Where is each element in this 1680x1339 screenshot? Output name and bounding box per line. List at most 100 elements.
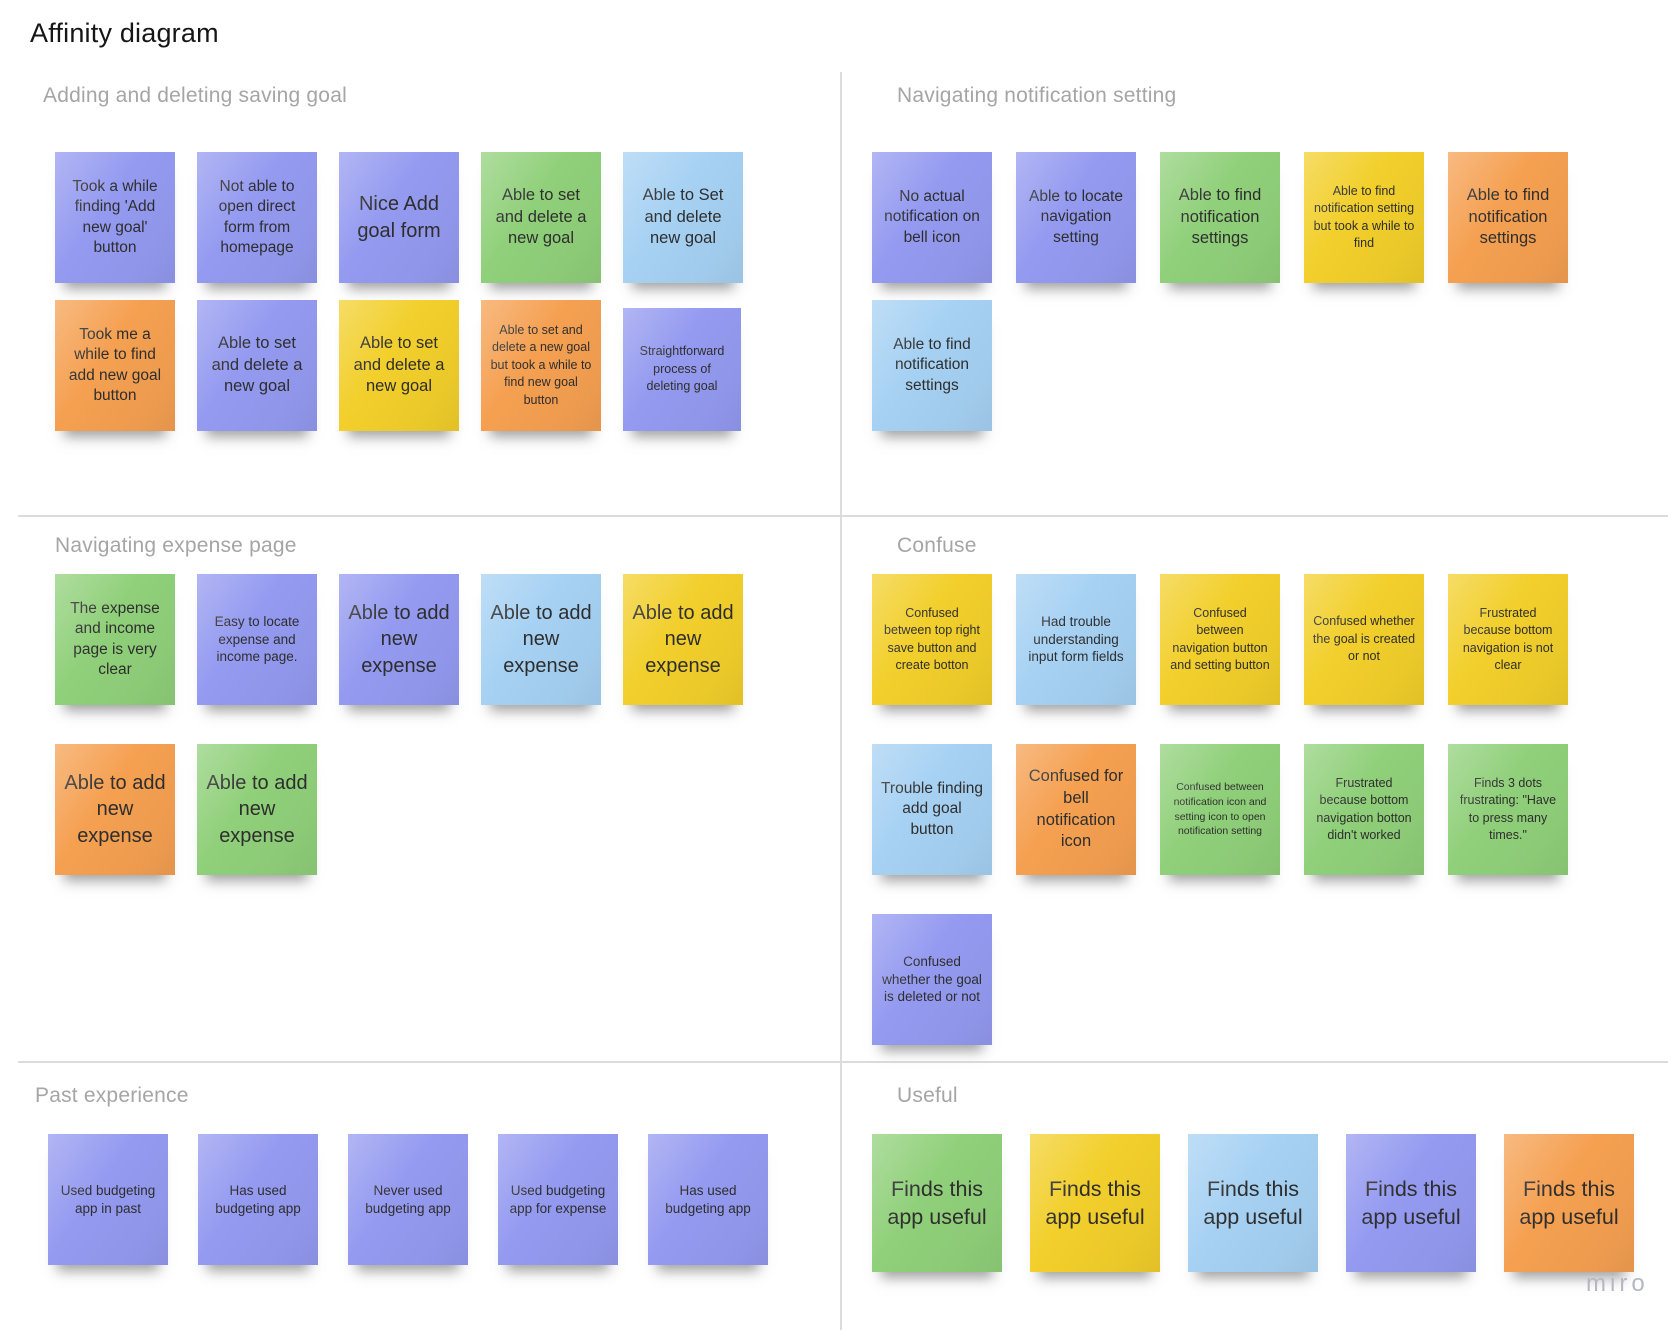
section-heading: Navigating expense page (55, 534, 297, 557)
section-heading: Confuse (897, 534, 977, 557)
section-past-experience: Past experience Used budgeting app in pa… (35, 1082, 768, 1282)
sticky-note[interactable]: The expense and income page is very clea… (55, 574, 175, 705)
sticky-note-text: Had trouble understanding input form fie… (1028, 613, 1124, 665)
sticky-note[interactable]: Confused between navigation button and s… (1160, 574, 1280, 705)
sticky-note[interactable]: Able to find notification setting but to… (1304, 152, 1424, 283)
sticky-note[interactable]: Able to add new expense (623, 574, 743, 705)
sticky-note-text: Able to set and delete a new goal (211, 333, 303, 396)
sticky-note-text: Frustrated because bottom navigation bot… (1316, 775, 1412, 843)
sticky-note-text: Trouble finding add goal button (881, 779, 983, 838)
sticky-note-text: No actual notification on bell icon (884, 187, 980, 246)
sticky-note[interactable]: Confused between top right save button a… (872, 574, 992, 705)
sticky-note-text: Finds 3 dots frustrating: "Have to press… (1459, 775, 1557, 843)
sticky-note[interactable]: Able to set and delete a new goal (197, 300, 317, 431)
sticky-note-text: Confused whether the goal is created or … (1312, 614, 1416, 664)
sticky-note-text: Used budgeting app in past (60, 1182, 156, 1216)
sticky-note-text: Finds this app useful (1519, 1176, 1619, 1229)
sticky-note-text: Has used budgeting app (665, 1182, 751, 1216)
sticky-note[interactable]: Able to add new expense (339, 574, 459, 705)
note-row: Used budgeting app in past Has used budge… (48, 1134, 768, 1265)
sticky-note[interactable]: Able to find notification settings (872, 300, 992, 431)
sticky-note[interactable]: Never used budgeting app (348, 1134, 468, 1265)
sticky-note-text: Able to add new expense (632, 601, 734, 677)
sticky-note[interactable]: Confused between notification icon and s… (1160, 744, 1280, 875)
section-navigating-notification-setting: Navigating notification setting No actua… (872, 82, 1568, 448)
section-notes: The expense and income page is very clea… (55, 574, 743, 875)
section-notes: Took a while finding 'Add new goal' butt… (55, 152, 743, 431)
sticky-note-text: Took me a while to find add new goal but… (68, 325, 162, 404)
note-row: Able to add new expense Able to add new e… (55, 744, 743, 875)
note-row: Took a while finding 'Add new goal' butt… (55, 152, 743, 283)
section-heading: Navigating notification setting (897, 84, 1177, 107)
section-notes: Used budgeting app in past Has used budge… (35, 1134, 768, 1265)
sticky-note[interactable]: Confused for bell notification icon (1016, 744, 1136, 875)
note-row: Confused between top right save button a… (872, 574, 1568, 705)
sticky-note[interactable]: Has used budgeting app (648, 1134, 768, 1265)
sticky-note[interactable]: Frustrated because bottom navigation is … (1448, 574, 1568, 705)
sticky-note[interactable]: Trouble finding add goal button (872, 744, 992, 875)
sticky-note[interactable]: Able to locate navigation setting (1016, 152, 1136, 283)
sticky-note[interactable]: Finds this app useful (1188, 1134, 1318, 1272)
sticky-note[interactable]: Finds 3 dots frustrating: "Have to press… (1448, 744, 1568, 875)
sticky-note-text: Not able to open direct form from homepa… (218, 177, 296, 256)
sticky-note[interactable]: Able to add new expense (197, 744, 317, 875)
miro-watermark: miro (1586, 1270, 1649, 1297)
sticky-note[interactable]: Easy to locate expense and income page. (197, 574, 317, 705)
sticky-note[interactable]: Able to set and delete a new goal (339, 300, 459, 431)
sticky-note[interactable]: Able to add new expense (55, 744, 175, 875)
sticky-note[interactable]: Confused whether the goal is deleted or … (872, 914, 992, 1045)
sticky-note-text: Has used budgeting app (215, 1182, 301, 1216)
sticky-note-text: Able to find notification settings (893, 335, 971, 394)
sticky-note[interactable]: Finds this app useful (1504, 1134, 1634, 1272)
sticky-note[interactable]: Able to add new expense (481, 574, 601, 705)
sticky-note-text: Confused between top right save button a… (884, 605, 980, 673)
sticky-note[interactable]: Frustrated because bottom navigation bot… (1304, 744, 1424, 875)
sticky-note-text: Finds this app useful (1361, 1176, 1461, 1229)
sticky-note-text: Able to add new expense (64, 771, 166, 847)
sticky-note-text: Able to Set and delete new goal (642, 185, 724, 248)
sticky-note-text: Straightforward process of deleting goal (639, 344, 725, 394)
sticky-note[interactable]: Able to set and delete a new goal but to… (481, 300, 601, 431)
sticky-note-text: Able to find notification settings (1466, 185, 1550, 248)
note-row: The expense and income page is very clea… (55, 574, 743, 705)
sticky-note-text: Frustrated because bottom navigation is … (1462, 605, 1554, 673)
sticky-note[interactable]: Able to find notification settings (1160, 152, 1280, 283)
sticky-note-text: Confused for bell notification icon (1028, 766, 1124, 851)
sticky-note[interactable]: Straightforward process of deleting goal (623, 308, 741, 431)
sticky-note[interactable]: No actual notification on bell icon (872, 152, 992, 283)
section-heading: Past experience (35, 1084, 189, 1107)
sticky-note[interactable]: Had trouble understanding input form fie… (1016, 574, 1136, 705)
sticky-note[interactable]: Has used budgeting app (198, 1134, 318, 1265)
sticky-note[interactable]: Able to Set and delete new goal (623, 152, 743, 283)
sticky-note-text: Able to set and delete a new goal (353, 333, 445, 396)
sticky-note-text: Nice Add goal form (357, 193, 441, 242)
section-heading: Adding and deleting saving goal (43, 84, 347, 107)
divider-vertical (840, 72, 842, 1330)
sticky-note-text: Took a while finding 'Add new goal' butt… (72, 177, 158, 256)
sticky-note[interactable]: Used budgeting app in past (48, 1134, 168, 1265)
sticky-note[interactable]: Able to set and delete a new goal (481, 152, 601, 283)
sticky-note[interactable]: Confused whether the goal is created or … (1304, 574, 1424, 705)
sticky-note-text: Able to set and delete a new goal (495, 185, 587, 248)
sticky-note[interactable]: Not able to open direct form from homepa… (197, 152, 317, 283)
sticky-note[interactable]: Finds this app useful (1346, 1134, 1476, 1272)
sticky-note[interactable]: Took me a while to find add new goal but… (55, 300, 175, 431)
sticky-note[interactable]: Able to find notification settings (1448, 152, 1568, 283)
sticky-note[interactable]: Used budgeting app for expense (498, 1134, 618, 1265)
note-row: Trouble finding add goal button Confused … (872, 744, 1568, 875)
sticky-note[interactable]: Finds this app useful (1030, 1134, 1160, 1272)
section-heading: Useful (897, 1084, 958, 1107)
note-row: Took me a while to find add new goal but… (55, 300, 743, 431)
sticky-note[interactable]: Nice Add goal form (339, 152, 459, 283)
sticky-note-text: Finds this app useful (1203, 1176, 1303, 1229)
sticky-note[interactable]: Took a while finding 'Add new goal' butt… (55, 152, 175, 283)
sticky-note-text: Able to locate navigation setting (1029, 187, 1123, 246)
sticky-note-text: Confused between navigation button and s… (1170, 605, 1270, 673)
sticky-note[interactable]: Finds this app useful (872, 1134, 1002, 1272)
sticky-note-text: Never used budgeting app (365, 1182, 451, 1216)
sticky-note-text: Able to add new expense (206, 771, 308, 847)
section-notes: Confused between top right save button a… (872, 574, 1568, 1045)
